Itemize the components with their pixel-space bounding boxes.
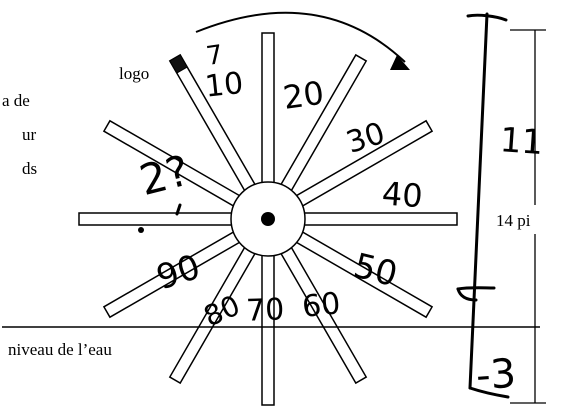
handwritten-question: 2? xyxy=(135,146,194,205)
height-bracket xyxy=(510,29,546,404)
water-label-bg xyxy=(4,336,174,360)
handwritten-minus-three: -3 xyxy=(475,351,518,400)
logo-label: logo xyxy=(119,64,149,83)
spoke-number-70: 70 xyxy=(245,292,284,328)
spoke-number-40: 40 xyxy=(381,175,424,216)
rotation-arrow xyxy=(195,11,406,63)
hub-center xyxy=(261,212,275,226)
rotation-arrowhead xyxy=(390,55,410,70)
left-text-line-2: ur xyxy=(22,125,37,144)
spoke-number-10: 10 xyxy=(203,66,245,105)
left-text-line-1: a de xyxy=(2,91,30,110)
water-level-label: niveau de l’eau xyxy=(8,340,112,359)
height-label: 14 pi xyxy=(496,211,531,230)
hand-mark-top: 7 xyxy=(204,40,225,72)
handwritten-numbers: 7 10 20 30 40 50 60 70 80 90 2? 11 -3 xyxy=(135,40,545,399)
handwritten-bracket xyxy=(456,12,510,399)
spoke-number-20: 20 xyxy=(281,74,327,117)
logo-marker xyxy=(169,54,188,74)
pen-dash xyxy=(175,203,182,216)
spoke-number-60: 60 xyxy=(300,286,342,325)
pen-dot-1 xyxy=(138,227,144,233)
handwritten-eleven: 11 xyxy=(499,120,545,163)
height-label-bg xyxy=(494,208,562,232)
left-text-line-3: ds xyxy=(22,159,37,178)
